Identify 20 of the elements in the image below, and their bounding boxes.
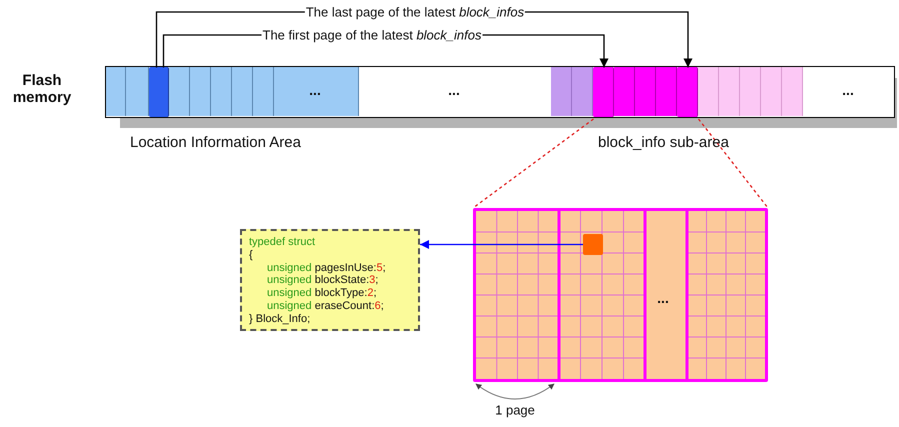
ellipsis: ... bbox=[448, 82, 460, 98]
page-cell bbox=[583, 234, 603, 255]
ellipsis: ... bbox=[842, 82, 854, 98]
arrow bbox=[420, 240, 583, 249]
edge-label: The last page of the latest block_infos bbox=[304, 4, 526, 20]
memory-label: Flash memory bbox=[12, 72, 72, 106]
page-grid-block bbox=[473, 208, 768, 382]
ellipsis: ... bbox=[657, 290, 669, 306]
area-label: Location Information Area bbox=[130, 134, 301, 152]
area-label: 1 page bbox=[495, 404, 535, 418]
edge-label: The first page of the latest block_infos bbox=[262, 28, 482, 42]
zoom-guide-line bbox=[698, 118, 769, 208]
flash-memory-bar bbox=[105, 66, 895, 118]
page-cell bbox=[593, 67, 614, 117]
page-cell bbox=[149, 67, 169, 117]
ellipsis: ... bbox=[309, 82, 321, 98]
zoom-guide-line bbox=[472, 118, 594, 209]
code-box: typedef struct { unsigned pagesInUse:5; unsigned blockState:3; unsigned blockType:2; unsigned eraseCount:6; } Block_Info; bbox=[240, 229, 420, 331]
page-cell bbox=[677, 67, 698, 117]
area-label: block_info sub-area bbox=[598, 134, 729, 152]
